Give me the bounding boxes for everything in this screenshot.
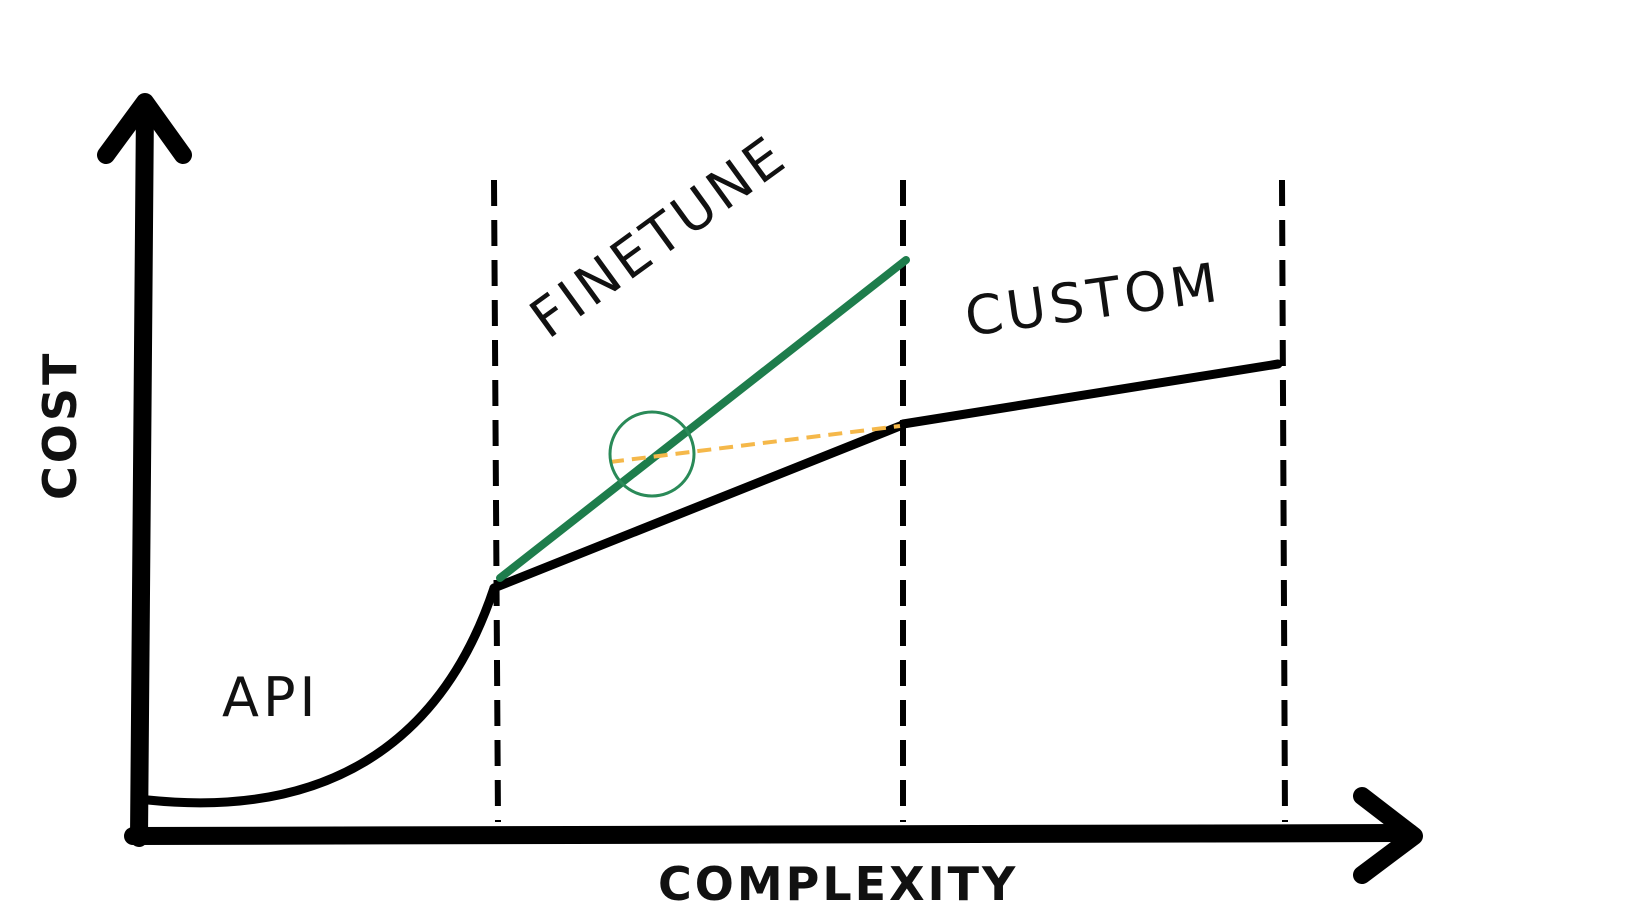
crossover-dashed-connector — [609, 424, 901, 464]
x-axis-arrowhead — [1353, 787, 1423, 884]
x-axis — [124, 787, 1423, 884]
region-label-api: API — [222, 666, 319, 729]
y-axis-arrowhead — [97, 93, 192, 164]
region-boundaries — [491, 179, 1288, 823]
custom-cost-line — [898, 359, 1283, 429]
finetune-cost-line — [496, 256, 910, 582]
x-axis-label: COMPLEXITY — [658, 857, 1018, 911]
boundary-custom-end — [1279, 179, 1288, 823]
boundary-api-finetune — [491, 179, 501, 823]
region-label-custom: CUSTOM — [961, 251, 1225, 349]
y-axis-label: COST — [33, 351, 87, 500]
region-label-finetune: FINETUNE — [519, 123, 799, 351]
y-axis — [97, 93, 192, 847]
baseline-finetune-segment — [489, 421, 905, 593]
api-cost-curve — [143, 583, 499, 808]
crossover-highlight-circle — [608, 410, 696, 498]
y-axis-line — [130, 96, 154, 847]
x-axis-line — [124, 824, 1419, 845]
